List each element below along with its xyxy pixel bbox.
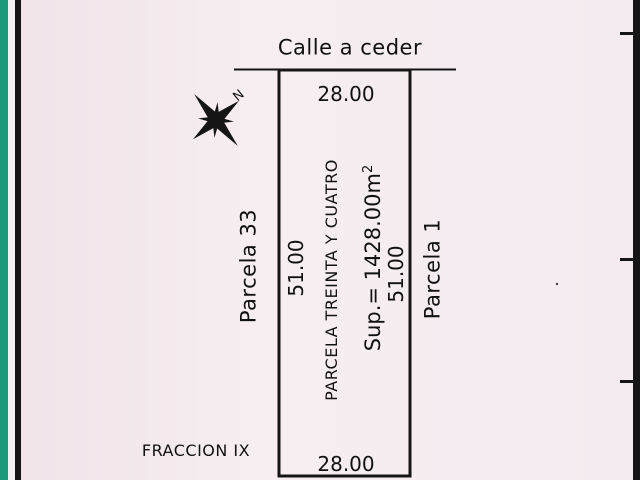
lot-area-value: 1428.00 bbox=[361, 193, 385, 281]
frame-tick-middle bbox=[620, 258, 634, 261]
frame-tick-bottom bbox=[620, 380, 634, 383]
north-arrow-icon bbox=[193, 93, 239, 147]
dimension-bottom: 28.00 bbox=[317, 452, 375, 476]
frame-tick-top bbox=[620, 32, 634, 35]
neighbor-right-label: Parcela 1 bbox=[420, 218, 445, 320]
page-edge-margin bbox=[8, 0, 15, 480]
dimension-right: 51.00 bbox=[384, 245, 408, 303]
lot-area-unit: m bbox=[361, 173, 385, 194]
frame-border-left bbox=[15, 0, 21, 480]
lot-name: PARCELA TREINTA Y CUATRO bbox=[322, 159, 341, 401]
frame-border-right bbox=[633, 0, 640, 480]
lot-area: Sup.= 1428.00m2 bbox=[361, 164, 385, 352]
speck-mark bbox=[555, 282, 559, 286]
parcel-boundary bbox=[277, 68, 412, 478]
lot-area-unit-exponent: 2 bbox=[361, 164, 376, 174]
neighbor-left-label: Parcela 33 bbox=[236, 208, 261, 324]
lot-area-prefix: Sup.= bbox=[361, 280, 385, 352]
dimension-top: 28.00 bbox=[317, 82, 375, 106]
street-label: Calle a ceder bbox=[277, 35, 423, 60]
fraction-label: FRACCION IX bbox=[141, 441, 251, 460]
page-edge-strip bbox=[0, 0, 8, 480]
dimension-left: 51.00 bbox=[284, 239, 308, 297]
